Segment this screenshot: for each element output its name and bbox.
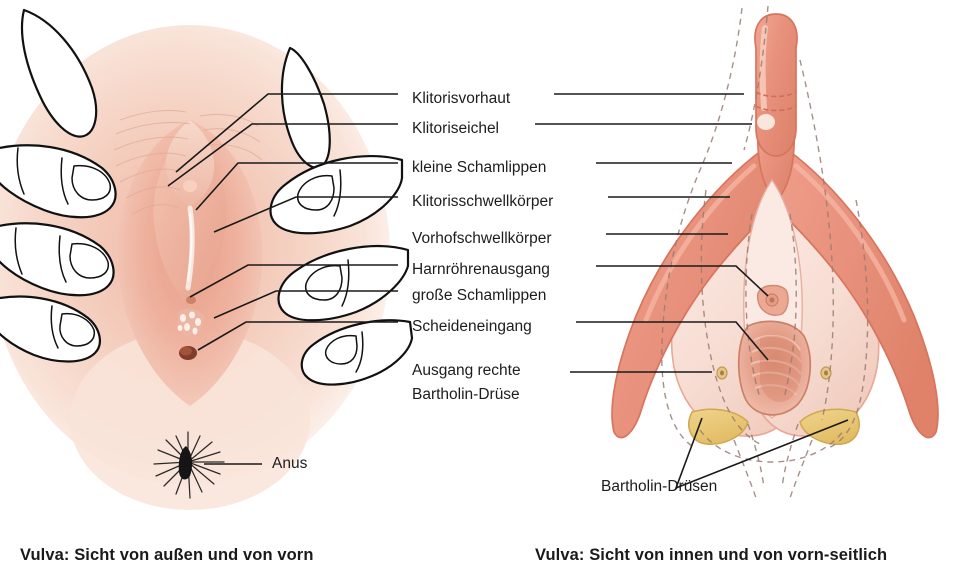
label-list: Klitorisvorhaut Klitoriseichel kleine Sc… bbox=[272, 90, 718, 495]
left-hand-fingers bbox=[0, 8, 414, 386]
left-vestibule bbox=[117, 120, 263, 406]
vaginal-opening bbox=[737, 320, 812, 416]
left-vaginal-opening bbox=[177, 308, 205, 360]
vestibular-bulbs bbox=[670, 178, 880, 437]
left-urethral-opening bbox=[186, 296, 196, 304]
label-grosse-schamlippen[interactable]: große Schamlippen bbox=[412, 287, 547, 304]
left-clitoral-glans bbox=[183, 180, 197, 192]
leader-harnroehrenausgang-right bbox=[596, 265, 769, 297]
label-ausgang-rechte-bartholin-druese-line2[interactable]: Bartholin-Drüse bbox=[412, 386, 520, 403]
leader-grosse-schamlippen-left bbox=[213, 290, 398, 319]
label-klitorisschwellkoerper[interactable]: Klitorisschwellkörper bbox=[412, 193, 554, 210]
leader-lines-left bbox=[167, 93, 398, 465]
leader-klitorisschwellkoerper-left bbox=[213, 196, 398, 233]
leader-scheideneingang-left bbox=[197, 321, 398, 351]
label-kleine-schamlippen[interactable]: kleine Schamlippen bbox=[412, 159, 547, 176]
urethral-opening bbox=[756, 284, 789, 316]
label-ausgang-rechte-bartholin-druese-line1[interactable]: Ausgang rechte bbox=[412, 362, 521, 379]
caption-left-panel: Vulva: Sicht von außen und von vorn bbox=[20, 546, 314, 564]
vestibule-plate bbox=[743, 178, 803, 419]
left-body-field bbox=[0, 25, 390, 510]
leader-klitoriseichel-left bbox=[167, 123, 398, 187]
clitoral-body-and-glans bbox=[754, 13, 798, 204]
leader-harnroehrenausgang-left bbox=[189, 264, 398, 298]
left-midline-groove bbox=[185, 205, 195, 291]
label-vorhofschwellkoerper[interactable]: Vorhofschwellkörper bbox=[412, 230, 552, 247]
dashed-surface-guides bbox=[661, 5, 869, 499]
label-anus[interactable]: Anus bbox=[272, 455, 308, 472]
anus-marker bbox=[153, 431, 225, 499]
bartholin-duct-openings bbox=[716, 366, 832, 380]
label-klitorisvorhaut[interactable]: Klitorisvorhaut bbox=[412, 90, 511, 107]
label-scheideneingang[interactable]: Scheideneingang bbox=[412, 318, 532, 335]
leader-klitorisvorhaut-left bbox=[175, 93, 398, 173]
clitoral-crura bbox=[611, 148, 939, 439]
caption-right-panel: Vulva: Sicht von innen und von vorn-seit… bbox=[535, 546, 888, 564]
leader-lines-right bbox=[535, 93, 849, 490]
left-skin-texture bbox=[113, 109, 263, 215]
leader-scheideneingang-right bbox=[576, 321, 769, 361]
bartholin-glands bbox=[688, 408, 860, 445]
left-fingernails bbox=[59, 164, 358, 365]
left-labia-minora bbox=[153, 120, 227, 308]
label-harnroehrenausgang[interactable]: Harnröhrenausgang bbox=[412, 261, 550, 278]
label-klitoriseichel[interactable]: Klitoriseichel bbox=[412, 120, 500, 137]
left-finger-creases bbox=[14, 147, 364, 373]
label-bartholin-druesen[interactable]: Bartholin-Drüsen bbox=[601, 478, 718, 495]
leader-kleine-schamlippen-left bbox=[195, 162, 398, 211]
